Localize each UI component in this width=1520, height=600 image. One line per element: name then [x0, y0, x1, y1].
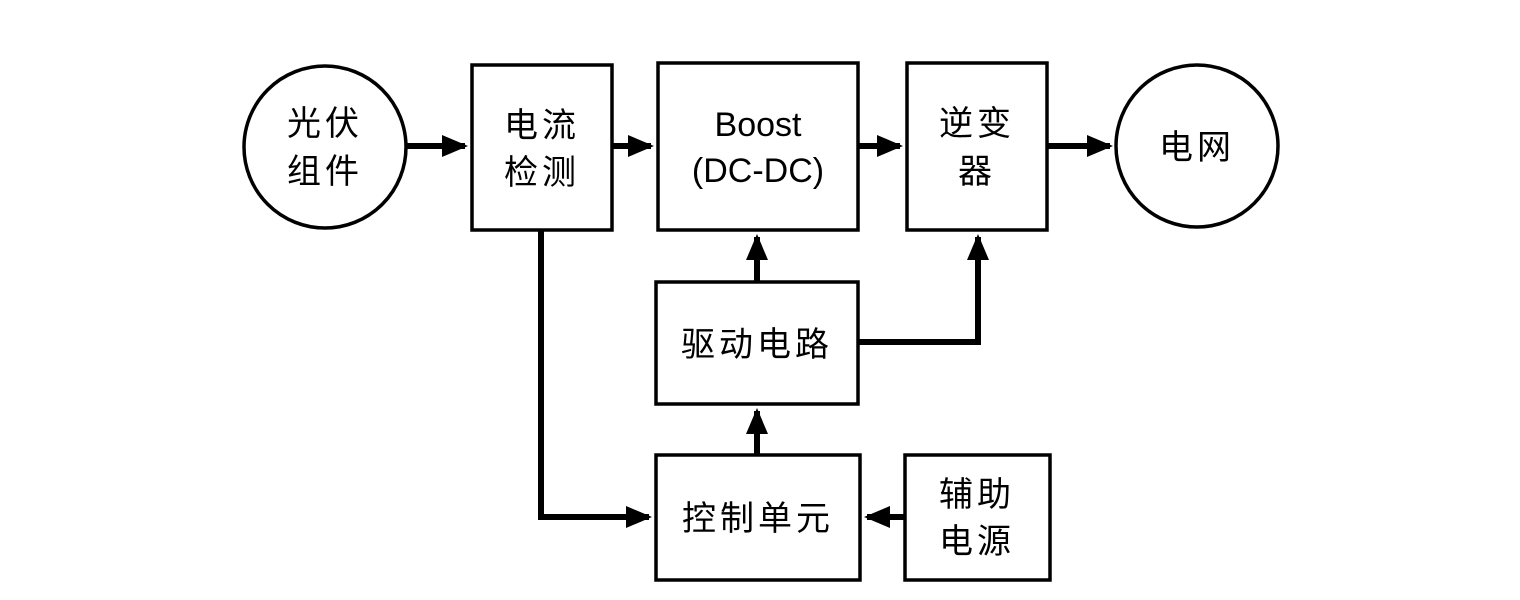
drive-circuit-label: 驱动电路 — [681, 326, 833, 364]
grid-circle — [1114, 63, 1280, 229]
node-pv-module: 光伏 组件 — [242, 64, 408, 230]
control-unit-box — [654, 453, 862, 582]
aux-power-box — [903, 453, 1052, 582]
node-aux-power: 辅助 电源 — [903, 453, 1052, 582]
current-sense-box — [470, 63, 614, 232]
node-boost-converter: Boost (DC-DC) — [656, 61, 860, 232]
node-control-unit: 控制单元 — [654, 453, 862, 582]
pv-module-label-line1: 光伏 — [287, 105, 363, 143]
edge-drive-to-inverter — [858, 234, 989, 345]
grid-label: 电网 — [1159, 129, 1235, 167]
inverter-label-line1: 逆变 — [939, 105, 1015, 143]
inverter-label-line2: 器 — [958, 153, 996, 191]
edges — [407, 135, 1113, 528]
edge-current-sense-to-control — [538, 230, 652, 528]
boost-label-line2: (DC-DC) — [692, 152, 824, 190]
aux-power-label-line2: 电源 — [939, 523, 1015, 561]
node-current-sense: 电流 检测 — [470, 63, 614, 232]
node-drive-circuit: 驱动电路 — [654, 280, 860, 406]
control-unit-label: 控制单元 — [682, 500, 834, 538]
boost-label-line1: Boost — [715, 106, 802, 144]
current-sense-label-line1: 电流 — [504, 107, 580, 145]
inverter-box — [905, 61, 1049, 232]
drive-circuit-box — [654, 280, 860, 406]
current-sense-label-line2: 检测 — [504, 154, 580, 192]
pv-module-circle — [242, 64, 408, 230]
aux-power-label-line1: 辅助 — [939, 476, 1015, 514]
pv-module-label-line2: 组件 — [287, 153, 363, 191]
node-inverter: 逆变 器 — [905, 61, 1049, 232]
node-grid: 电网 — [1114, 63, 1280, 229]
boost-converter-box — [656, 61, 860, 232]
